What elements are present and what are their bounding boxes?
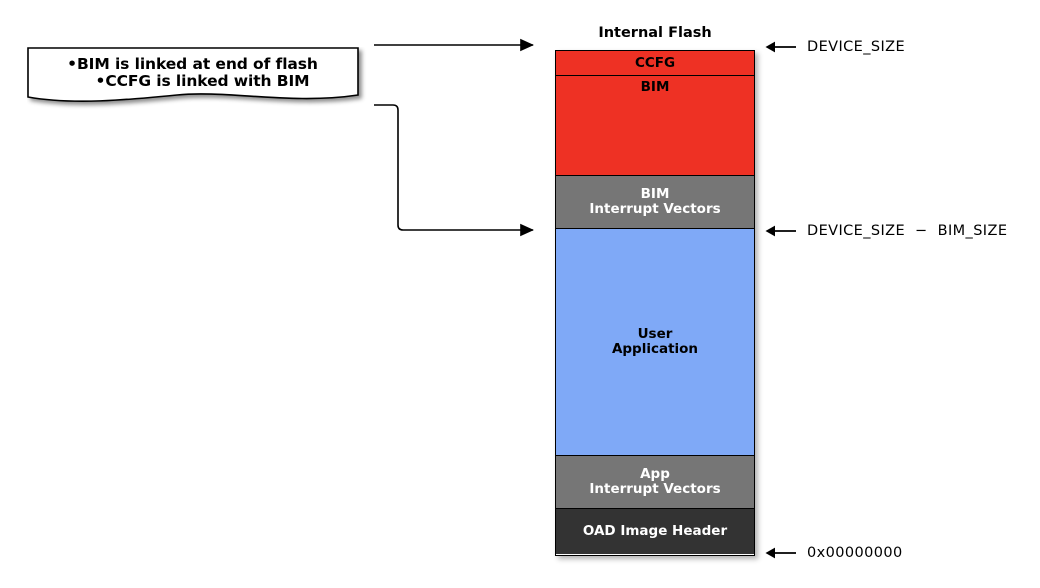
callout-line-1: •BIM is linked at end of flash: [67, 54, 318, 73]
mem-block-oad-image-header: OAD Image Header: [556, 509, 754, 554]
annotation-label-base-address: 0x00000000: [807, 545, 903, 561]
mem-block-ccfg: CCFG: [556, 51, 754, 76]
mem-block-bim: BIM: [556, 76, 754, 176]
annotation-device-size: DEVICE_SIZE: [765, 37, 905, 57]
left-arrow-icon: [765, 39, 801, 55]
mem-block-bim-vectors: BIM Interrupt Vectors: [556, 176, 754, 229]
flash-map-title: Internal Flash: [598, 25, 712, 41]
callout-note: •BIM is linked at end of flash •CCFG is …: [27, 47, 359, 105]
mem-block-label-oad-image-header: OAD Image Header: [582, 523, 728, 540]
mem-block-label-user-application: User Application: [611, 326, 699, 357]
callout-shape: [27, 47, 359, 103]
left-arrow-icon: [765, 223, 801, 239]
mem-block-app-vectors: App Interrupt Vectors: [556, 456, 754, 509]
mem-block-label-bim-vectors: BIM Interrupt Vectors: [589, 186, 721, 217]
left-arrow-icon: [765, 545, 801, 561]
mem-block-label-app-vectors: App Interrupt Vectors: [589, 466, 721, 497]
annotation-base-address: 0x00000000: [765, 543, 903, 563]
callout-text-group: •BIM is linked at end of flash •CCFG is …: [27, 47, 358, 99]
annotation-label-device-size: DEVICE_SIZE: [807, 39, 906, 55]
annotation-device-size-minus-bim: DEVICE_SIZE − BIM_SIZE: [765, 221, 1007, 241]
callout-line-2: •CCFG is linked with BIM: [95, 72, 310, 90]
arrow-callout-to-bim-boundary: [374, 104, 534, 237]
mem-block-user-application: User Application: [556, 229, 754, 456]
mem-block-label-ccfg: CCFG: [634, 54, 676, 71]
annotation-label-device-size-minus-bim: DEVICE_SIZE − BIM_SIZE: [807, 223, 1008, 239]
mem-block-label-bim: BIM: [640, 79, 670, 95]
callout-wave-path: [27, 47, 359, 103]
